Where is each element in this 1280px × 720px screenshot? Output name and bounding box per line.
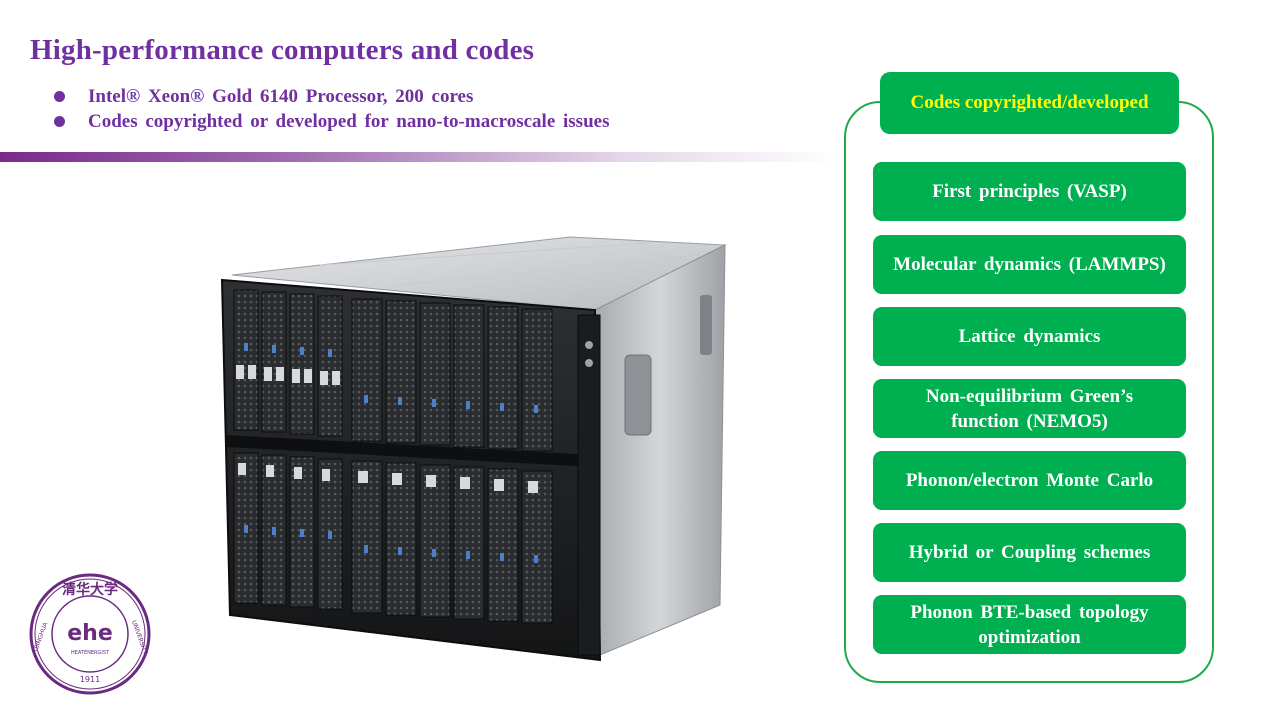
code-item-monte-carlo: Phonon/electron Monte Carlo bbox=[873, 451, 1186, 510]
bullet-dot-icon bbox=[54, 91, 65, 102]
logo-year: 1911 bbox=[80, 675, 100, 684]
logo-chinese-text: 清华大学 bbox=[62, 581, 118, 598]
code-item-hybrid-schemes: Hybrid or Coupling schemes bbox=[873, 523, 1186, 582]
code-item-negf: Non-equilibrium Green’s function (NEMO5) bbox=[873, 379, 1186, 438]
bullet-item: Codes copyrighted or developed for nano-… bbox=[54, 109, 609, 134]
code-item-lattice-dynamics: Lattice dynamics bbox=[873, 307, 1186, 366]
tsinghua-logo: 清华大学 TSINGHUA UNIVERSITY ehe HEATENERGIS… bbox=[29, 573, 151, 695]
slide-title: High-performance computers and codes bbox=[30, 34, 535, 66]
code-item-topology-optimization: Phonon BTE-based topology optimization bbox=[873, 595, 1186, 654]
code-item-molecular-dynamics: Molecular dynamics (LAMMPS) bbox=[873, 235, 1186, 294]
bullet-dot-icon bbox=[54, 116, 65, 127]
gradient-divider bbox=[0, 152, 840, 162]
logo-center-mark: ehe bbox=[67, 621, 113, 646]
code-item-first-principles: First principles (VASP) bbox=[873, 162, 1186, 221]
panel-header: Codes copyrighted/developed bbox=[880, 72, 1179, 134]
bullet-list: Intel® Xeon® Gold 6140 Processor, 200 co… bbox=[54, 84, 609, 134]
server-chassis-image bbox=[220, 236, 727, 662]
logo-ring-left: TSINGHUA bbox=[32, 621, 50, 655]
logo-center-label: HEATENERGIST bbox=[71, 650, 110, 656]
bullet-item: Intel® Xeon® Gold 6140 Processor, 200 co… bbox=[54, 84, 609, 109]
logo-ring-right: UNIVERSITY bbox=[130, 620, 149, 656]
